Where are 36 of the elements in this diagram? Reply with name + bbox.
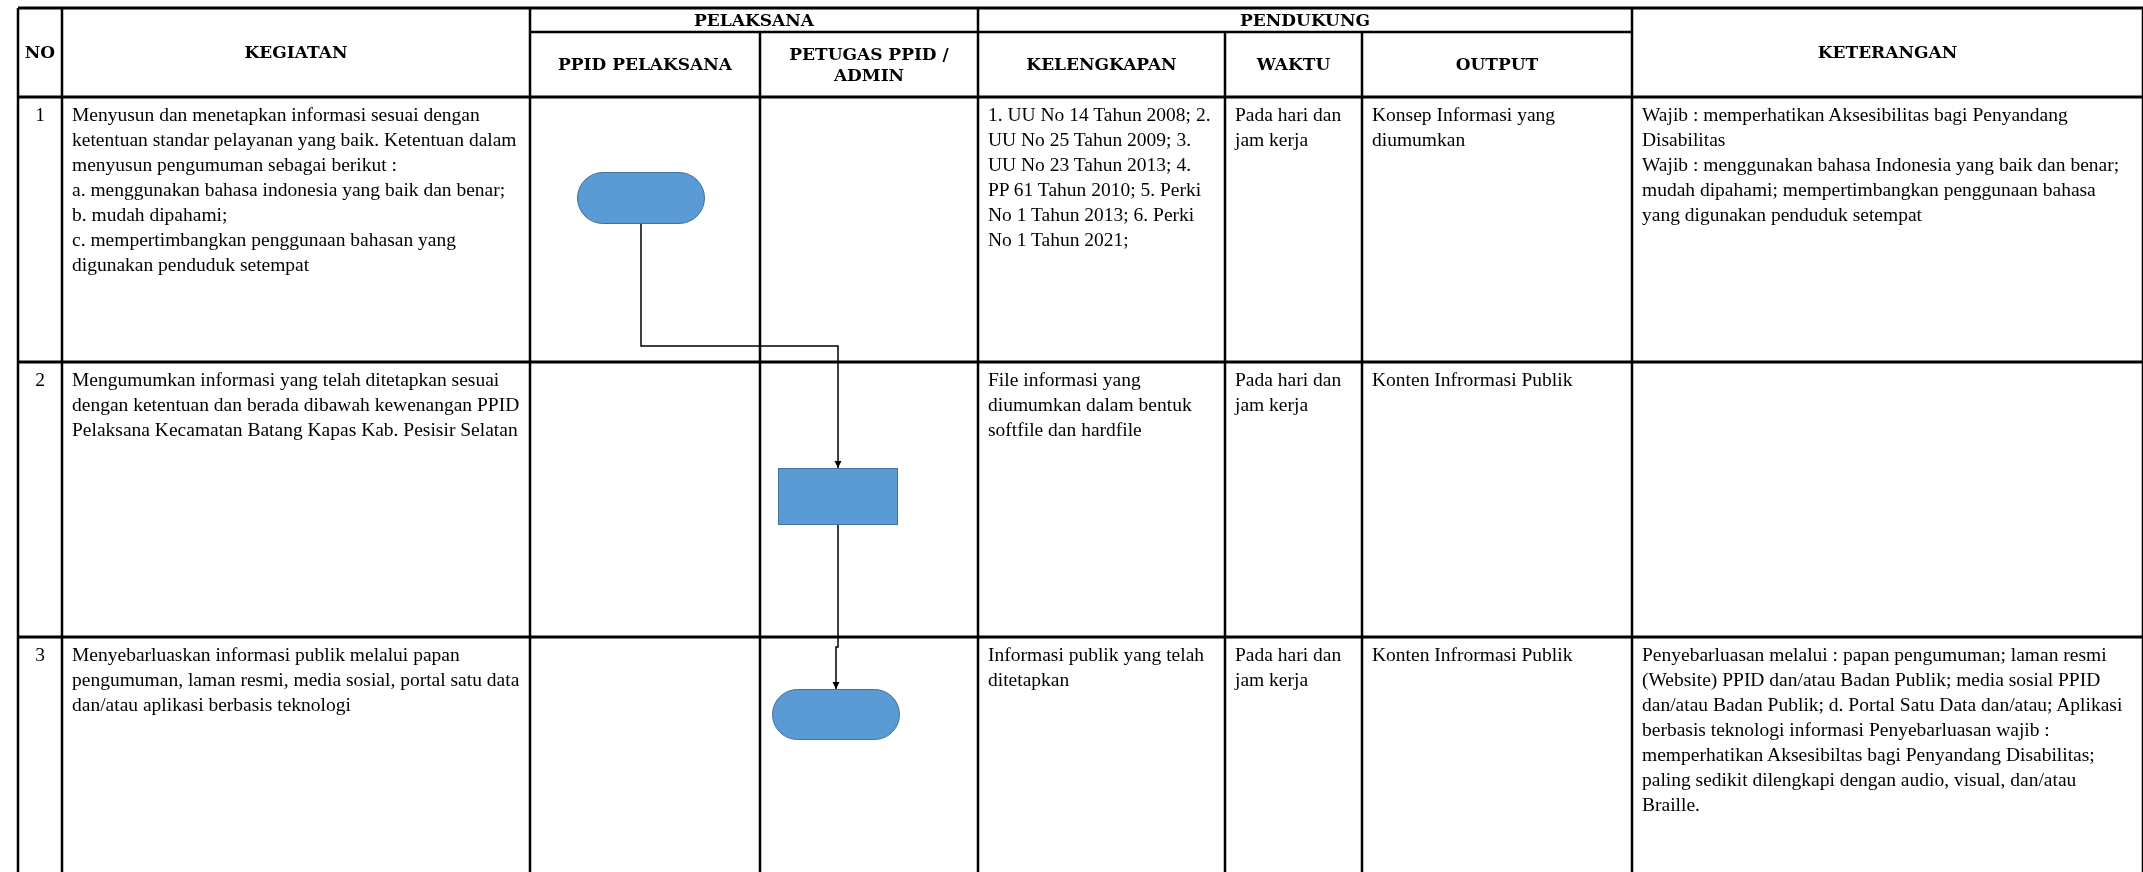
cell-text: Pada hari dan jam kerja xyxy=(1235,103,1343,152)
column-header: KELENGKAPAN xyxy=(1026,54,1177,75)
arrow xyxy=(832,524,840,690)
column-header: KETERANGAN xyxy=(1817,42,1958,63)
cell-text: Penyebarluasan melalui : papan pengumuman; laman resmi (Website) PPID dan/atau Badan Publik; media sosial PPID dan/atau Badan Publik; d. Portal Satu Data dan/atau; Aplikasi berbasis teknologi informasi Penyebarluasan wajib : memperhatikan Aksesibiltas bagi Penyandang Disabilitas; paling sedikit dilengkapi dengan audio, visual, dan/atau Braille. xyxy=(1642,643,2124,817)
cell-text: Mengumumkan informasi yang telah ditetapkan sesuai dengan ketentuan dan berada dibawah kewenangan PPID Pelaksana Kecamatan Batang Kapas Kab. Pesisir Selatan xyxy=(72,368,520,442)
cell-text: Wajib : memperhatikan Aksesibilitas bagi Penyandang Disabilitas xyxy=(1642,103,2069,152)
cell-text: Wajib : menggunakan bahasa Indonesia yang baik dan benar; mudah dipahami; mempertimbangkan penggunaan bahasa yang digunakan penduduk setempat xyxy=(1642,153,2121,227)
cell-text: b. mudah dipahami; xyxy=(72,203,229,227)
process-box xyxy=(778,468,898,525)
column-header: PPID PELAKSANA xyxy=(557,54,732,75)
terminator-shape xyxy=(772,689,900,740)
cell-text: Konten Infrormasi Publik xyxy=(1372,368,1574,392)
cell-text: c. mempertimbangkan penggunaan bahasan yang digunakan penduduk setempat xyxy=(72,228,457,277)
column-header: OUTPUT xyxy=(1455,54,1539,75)
column-header: KEGIATAN xyxy=(244,42,348,63)
cell-text: Pada hari dan jam kerja xyxy=(1235,643,1343,692)
cell-text: File informasi yang diumumkan dalam bentuk softfile dan hardfile xyxy=(988,368,1193,442)
cell-text: Konsep Informasi yang diumumkan xyxy=(1372,103,1557,152)
arrow xyxy=(640,223,842,469)
row-number: 3 xyxy=(35,644,45,665)
column-header: PENDUKUNG xyxy=(1240,9,1370,31)
cell-text: Menyusun dan menetapkan informasi sesuai dengan ketentuan standar pelayanan yang baik. Ketentuan dalam menyusun pengumuman sebagai berikut : xyxy=(72,103,518,177)
cell-text: Informasi publik yang telah ditetapkan xyxy=(988,643,1206,692)
column-header: PETUGAS PPID / ADMIN xyxy=(788,43,950,86)
column-header: NO xyxy=(24,42,56,63)
column-header: WAKTU xyxy=(1256,54,1331,75)
column-header: PELAKSANA xyxy=(694,9,814,31)
row-number: 1 xyxy=(35,104,45,125)
row-number: 2 xyxy=(35,369,45,390)
cell-text: Menyebarluaskan informasi publik melalui papan pengumuman, laman resmi, media sosial, portal satu data dan/atau aplikasi berbasis teknologi xyxy=(72,643,520,717)
cell-text: Pada hari dan jam kerja xyxy=(1235,368,1343,417)
cell-text: a. menggunakan bahasa indonesia yang baik dan benar; xyxy=(72,178,507,202)
cell-text: Konten Infrormasi Publik xyxy=(1372,643,1574,667)
cell-text: 1. UU No 14 Tahun 2008; 2. UU No 25 Tahun 2009; 3. UU No 23 Tahun 2013; 4. PP 61 Tahun 2010; 5. Perki No 1 Tahun 2013; 6. Perki No 1 Tahun 2021; xyxy=(988,103,1212,252)
terminator-shape xyxy=(577,172,705,224)
